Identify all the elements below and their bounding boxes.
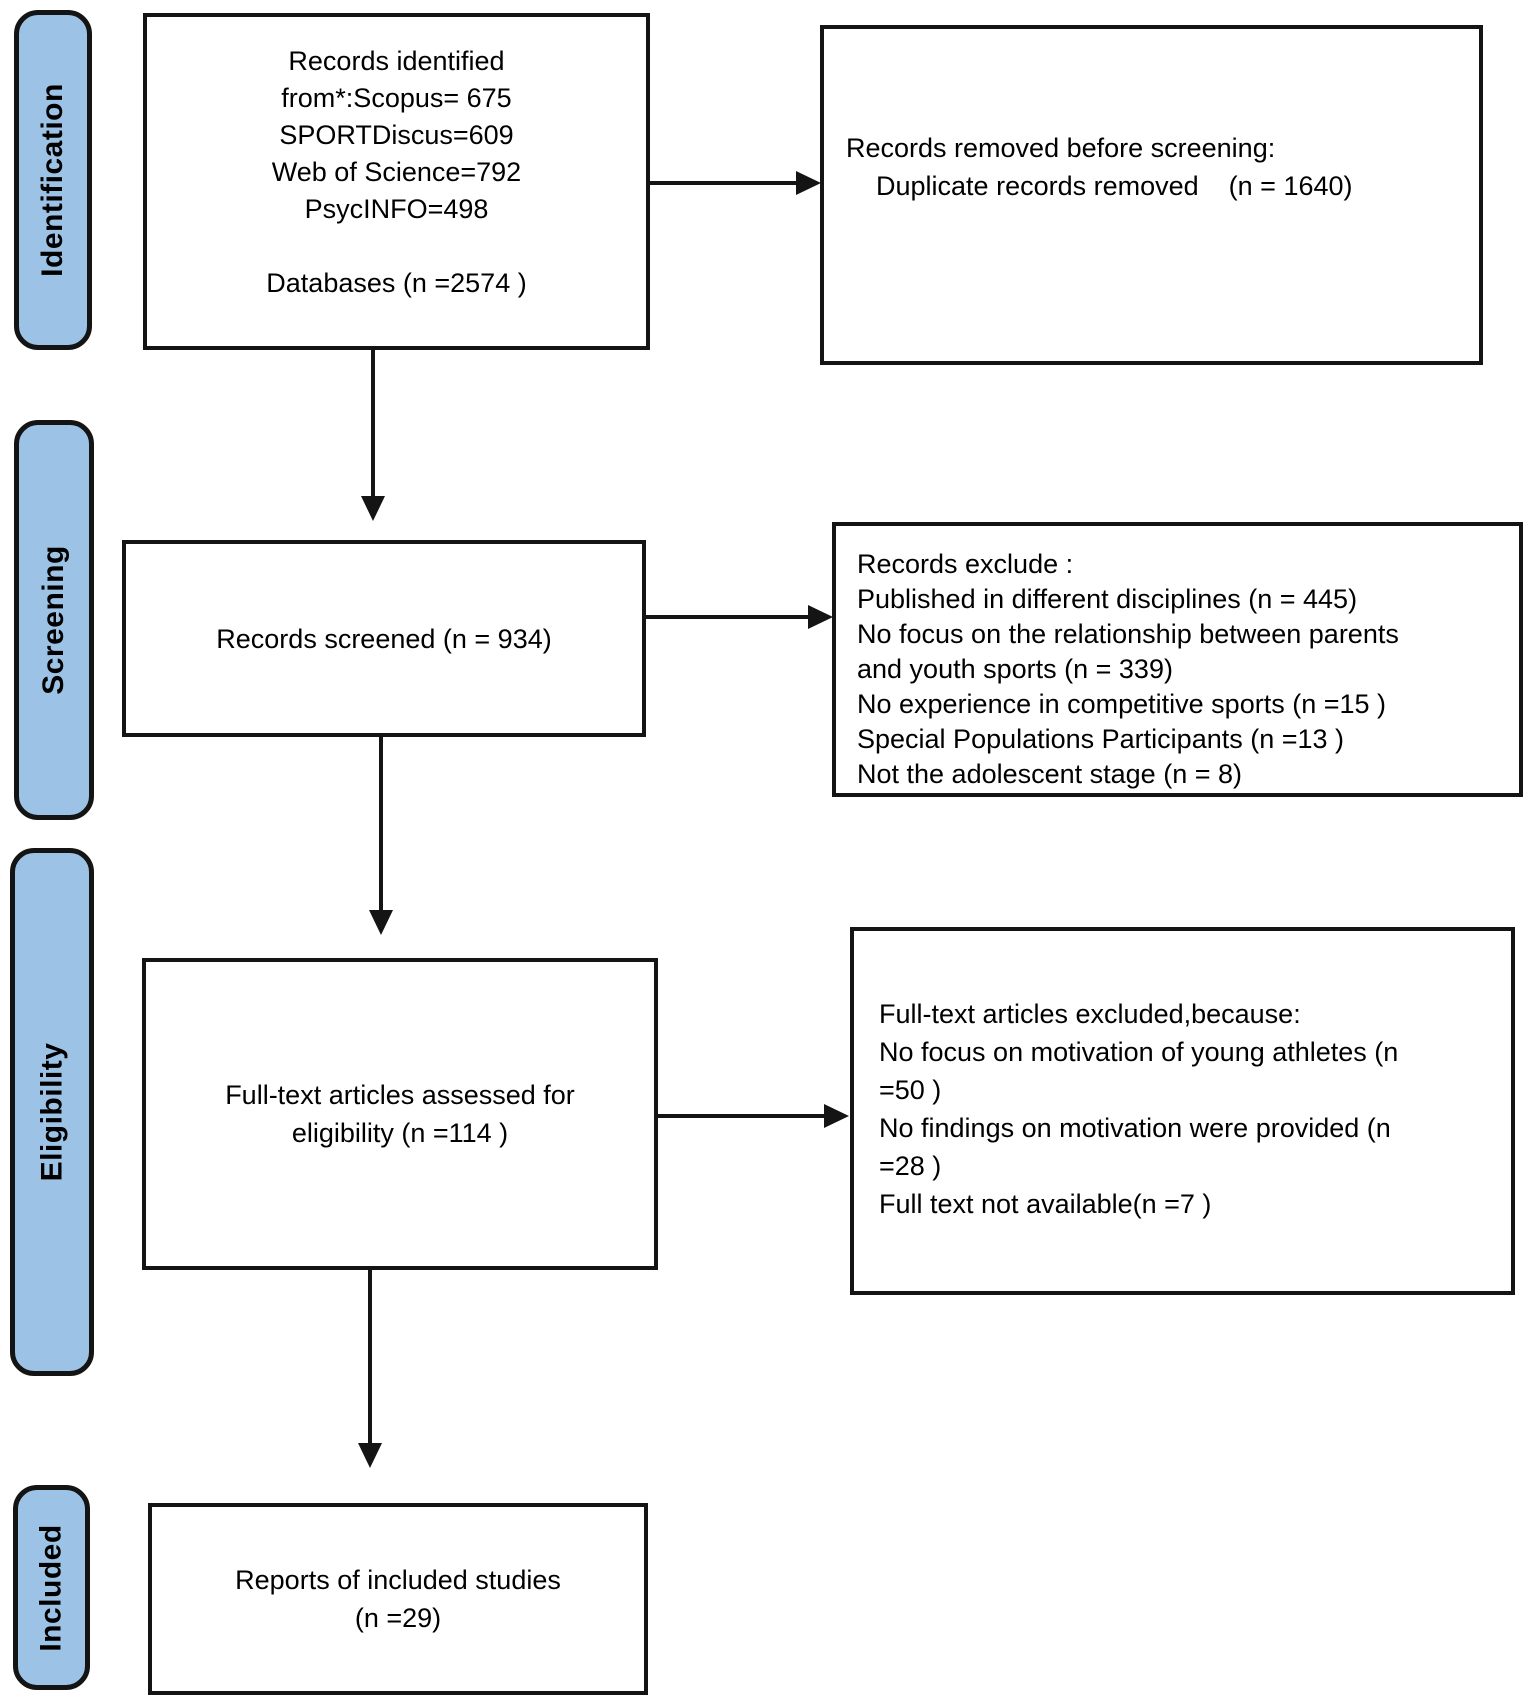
box-included-studies-text: Reports of included studies (n =29) xyxy=(235,1565,561,1633)
box-records-identified: Records identified from*:Scopus= 675 SPO… xyxy=(143,13,650,350)
arrowhead-down-icon xyxy=(361,496,385,521)
stage-identification-label: Identification xyxy=(36,83,70,277)
arrowhead-right-icon xyxy=(808,605,833,629)
box-included-studies: Reports of included studies (n =29) xyxy=(148,1503,648,1695)
box-fulltext-excluded: Full-text articles excluded,because: No … xyxy=(850,927,1515,1295)
arrowhead-right-icon xyxy=(824,1104,849,1128)
stage-eligibility: Eligibility xyxy=(10,848,94,1376)
box-records-excluded-text: Records exclude : Published in different… xyxy=(857,549,1399,789)
box-records-screened: Records screened (n = 934) xyxy=(122,540,646,737)
stage-included-label: Included xyxy=(34,1523,68,1652)
stage-eligibility-label: Eligibility xyxy=(35,1042,69,1182)
box-fulltext-excluded-text: Full-text articles excluded,because: No … xyxy=(879,999,1399,1219)
box-fulltext-assessed: Full-text articles assessed for eligibil… xyxy=(142,958,658,1270)
box-records-removed: Records removed before screening: Duplic… xyxy=(820,25,1483,365)
box-records-excluded: Records exclude : Published in different… xyxy=(832,522,1523,797)
box-records-identified-text: Records identified from*:Scopus= 675 SPO… xyxy=(266,46,527,298)
stage-screening: Screening xyxy=(14,420,94,820)
stage-identification: Identification xyxy=(14,10,92,350)
box-records-screened-text: Records screened (n = 934) xyxy=(216,623,552,654)
stage-included: Included xyxy=(13,1485,90,1690)
stage-screening-label: Screening xyxy=(37,545,70,695)
box-records-removed-text: Records removed before screening: Duplic… xyxy=(846,133,1353,201)
arrowhead-right-icon xyxy=(796,171,821,195)
arrowhead-down-icon xyxy=(369,910,393,935)
arrowhead-down-icon xyxy=(358,1443,382,1468)
box-fulltext-assessed-text: Full-text articles assessed for eligibil… xyxy=(225,1080,575,1148)
